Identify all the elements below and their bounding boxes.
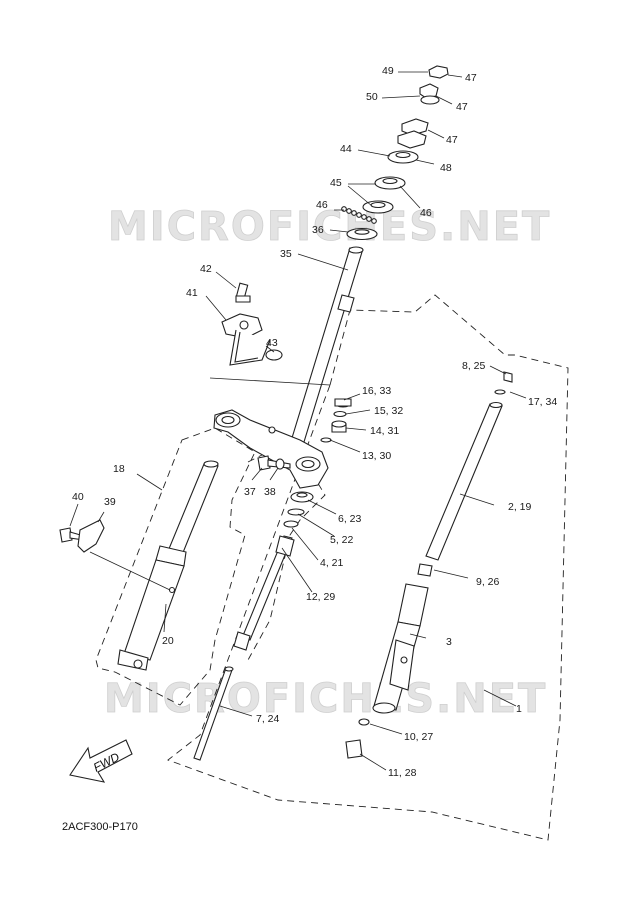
callout-50: 50	[366, 91, 378, 103]
callout-49: 49	[382, 65, 394, 77]
upper-race-hole	[382, 177, 398, 185]
callout-18: 18	[113, 463, 125, 475]
stem-seals	[320, 398, 352, 443]
callout-39: 39	[104, 496, 116, 508]
callout-47-c: 47	[446, 134, 458, 146]
leader-lines	[69, 71, 527, 771]
callout-41: 41	[186, 287, 198, 299]
top-nut-stack	[341, 65, 449, 241]
callout-5-22: 5, 22	[330, 534, 354, 546]
left-fork-assembly	[117, 460, 219, 671]
cable-guide-assembly	[209, 282, 331, 386]
callout-8-25: 8, 25	[462, 360, 486, 372]
callout-38: 38	[264, 486, 276, 498]
callout-48: 48	[440, 162, 452, 174]
damper-seals	[283, 491, 314, 528]
forward-arrow: FWD	[69, 739, 133, 783]
callout-46-b: 46	[420, 207, 432, 219]
callout-11-28: 11, 28	[388, 767, 417, 779]
callout-17-34: 17, 34	[528, 396, 557, 408]
callout-45: 45	[330, 177, 342, 189]
dust-seal-hole	[354, 229, 370, 235]
hose-clamp	[59, 519, 171, 591]
watermark-top: MICROFICHES.NET	[108, 204, 551, 250]
watermark-bottom: MICROFICHES.NET	[104, 676, 547, 722]
callout-9-26: 9, 26	[476, 576, 500, 588]
right-outer-tube	[372, 583, 429, 714]
pinch-bolt	[257, 455, 291, 471]
steering-stem	[287, 246, 364, 456]
callout-42: 42	[200, 263, 212, 275]
slide-bushing	[417, 563, 433, 577]
callout-40: 40	[72, 491, 84, 503]
callout-2-19: 2, 19	[508, 501, 532, 513]
fork-spring	[193, 666, 234, 761]
diagram-code: 2ACF300-P170	[62, 821, 138, 833]
callout-44: 44	[340, 143, 352, 155]
right-inner-tube	[425, 371, 513, 561]
drain-bolt	[345, 718, 370, 759]
damper-rod	[233, 535, 295, 651]
callout-10-27: 10, 27	[404, 731, 433, 743]
callout-46-a: 46	[316, 199, 328, 211]
callout-3: 3	[446, 636, 452, 648]
ball-bearings	[341, 206, 377, 224]
callout-12-29: 12, 29	[306, 591, 335, 603]
lock-nut-top	[428, 65, 449, 79]
callout-20: 20	[162, 635, 174, 647]
callout-4-21: 4, 21	[320, 557, 344, 569]
callout-36: 36	[312, 224, 324, 236]
ring-nut-lower	[397, 130, 427, 149]
callout-7-24: 7, 24	[256, 713, 280, 725]
callout-labels: 49 47 50 47 47 44 48 45 46 46 36 35 42 4…	[72, 65, 557, 779]
callout-6-23: 6, 23	[338, 513, 362, 525]
callout-15-32: 15, 32	[374, 405, 403, 417]
washer-small	[420, 95, 440, 105]
ring-nut	[401, 118, 429, 136]
bearing-cover-hole	[395, 151, 411, 159]
callout-43: 43	[266, 337, 278, 349]
under-bracket	[213, 409, 329, 489]
callout-37: 37	[244, 486, 256, 498]
right-fork-group-outline	[167, 294, 569, 841]
callout-13-30: 13, 30	[362, 450, 391, 462]
callout-1: 1	[516, 703, 522, 715]
callout-47-a: 47	[465, 72, 477, 84]
left-fork-group-outline	[95, 427, 256, 706]
callout-16-33: 16, 33	[362, 385, 391, 397]
callout-35: 35	[280, 248, 292, 260]
callout-47-b: 47	[456, 101, 468, 113]
callout-14-31: 14, 31	[370, 425, 399, 437]
lower-race-hole	[370, 201, 386, 209]
